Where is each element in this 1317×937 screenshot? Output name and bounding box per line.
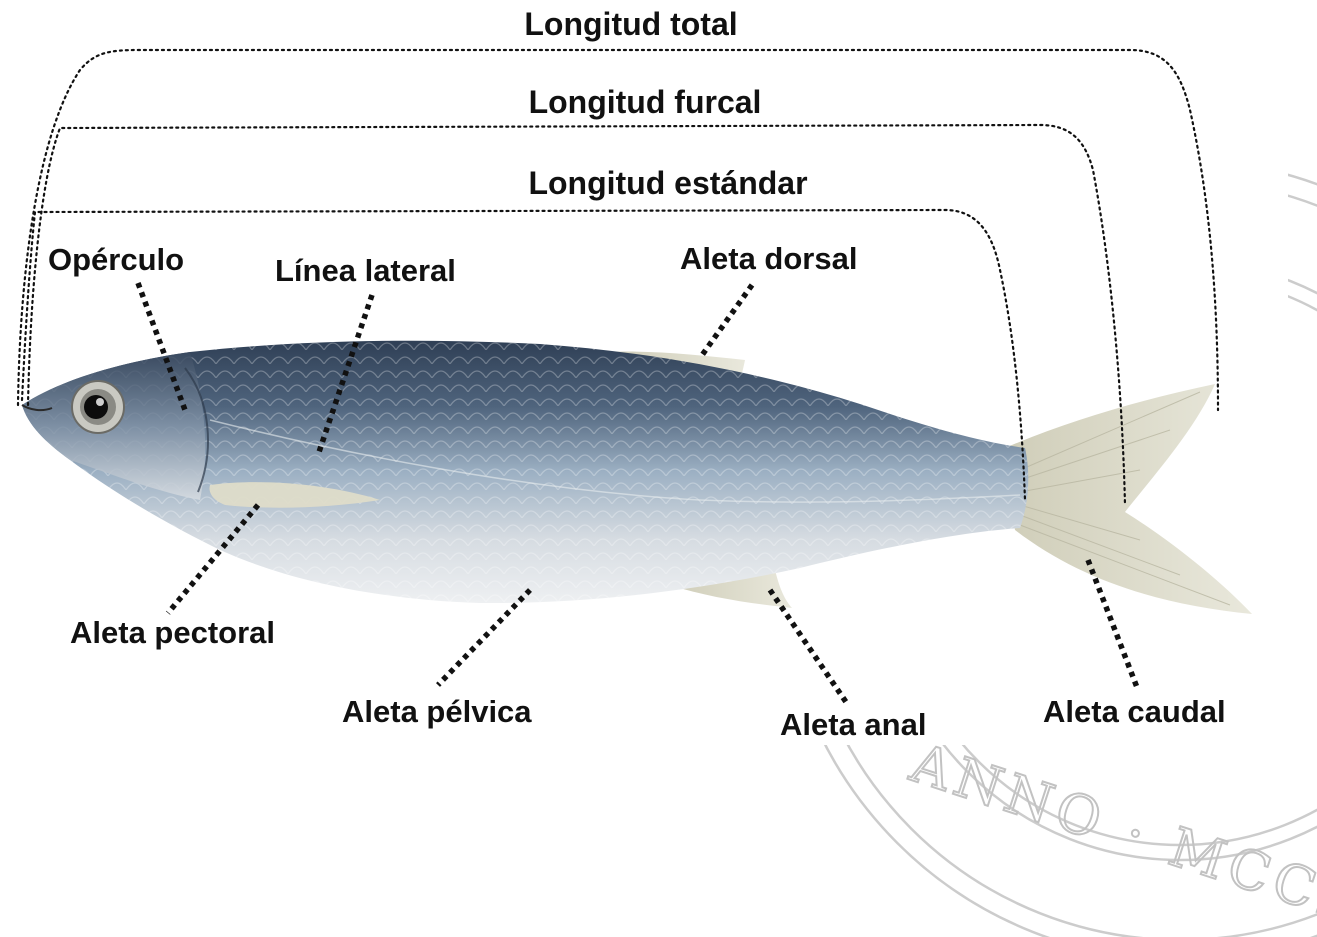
label-standard-length: Longitud estándar	[528, 165, 807, 201]
label-caudal-fin: Aleta caudal	[1043, 694, 1226, 729]
label-anal-fin: Aleta anal	[780, 707, 926, 742]
label-pectoral-fin: Aleta pectoral	[70, 615, 275, 650]
label-pelvic-fin: Aleta pélvica	[342, 694, 532, 729]
label-total-length: Longitud total	[524, 6, 737, 42]
label-dorsal-fin: Aleta dorsal	[680, 241, 857, 276]
label-operculum: Opérculo	[48, 242, 184, 277]
eye	[72, 381, 124, 433]
label-lateral-line: Línea lateral	[275, 253, 456, 288]
label-furcal-length: Longitud furcal	[529, 84, 762, 120]
